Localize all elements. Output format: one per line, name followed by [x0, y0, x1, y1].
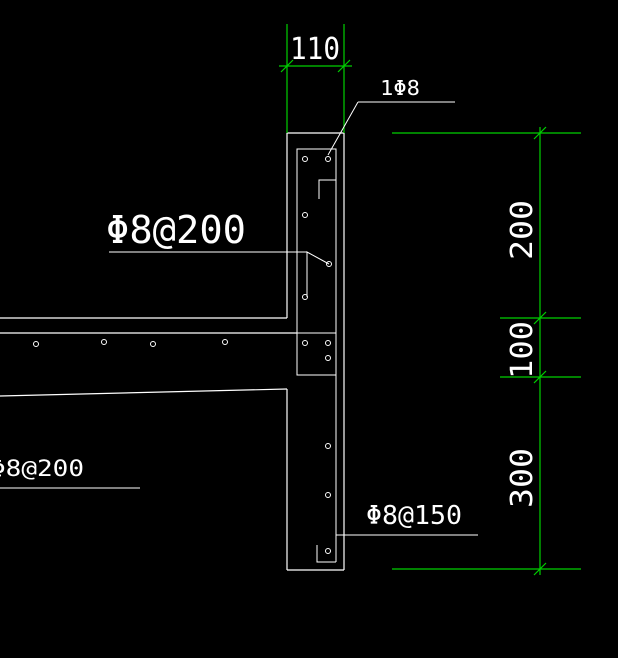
rebar-cage — [296, 148, 337, 563]
wall-stirrup-label: Φ8@150 — [366, 501, 462, 531]
dimension-lower-label: 300 — [505, 448, 540, 508]
wall-thickness-label: 110 — [290, 32, 340, 67]
slab-bar-upper-label: Φ8@200 — [106, 208, 246, 252]
leader-lines — [0, 101, 478, 536]
top-dimension — [279, 24, 352, 133]
top-corner-bar-label: 1Φ8 — [380, 76, 420, 100]
dimension-middle-label: 100 — [505, 321, 540, 379]
slab-outline — [0, 317, 297, 397]
rebar-dots — [33, 156, 332, 554]
slab-bar-lower-label: Φ8@200 — [0, 457, 84, 482]
dimension-upper-label: 200 — [505, 200, 540, 260]
wall-outline — [286, 132, 345, 571]
right-dimensions — [392, 126, 581, 576]
